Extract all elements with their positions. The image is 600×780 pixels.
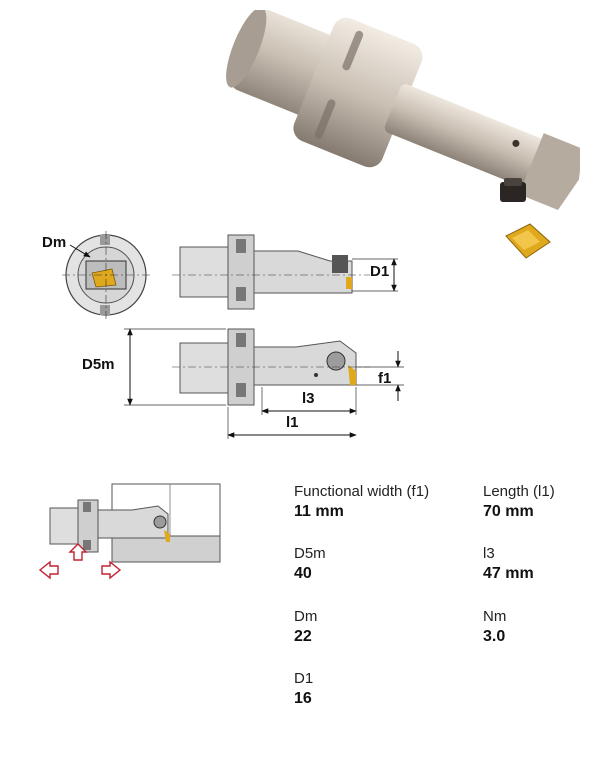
- front-view: [62, 231, 150, 319]
- product-image: [226, 10, 580, 259]
- spec-value-d1: 16: [294, 690, 312, 707]
- label-d1: D1: [370, 263, 390, 280]
- technical-drawing: [62, 231, 404, 439]
- spec-label-dm: Dm: [294, 608, 318, 625]
- spec-value-d5m: 40: [294, 565, 312, 582]
- top-view: [172, 234, 398, 310]
- label-d5m: D5m: [82, 356, 115, 373]
- side-view: [124, 328, 404, 439]
- spec-value-functional-width: 11 mm: [294, 503, 344, 520]
- spec-value-nm: 3.0: [483, 628, 506, 645]
- spec-label-l3: l3: [483, 545, 495, 562]
- spec-label-d5m: D5m: [294, 545, 326, 562]
- label-l3: l3: [302, 390, 315, 407]
- label-dm: Dm: [42, 234, 67, 251]
- spec-label-d1: D1: [294, 670, 314, 687]
- spec-value-dm: 22: [294, 628, 312, 645]
- spec-label-nm: Nm: [483, 608, 507, 625]
- label-f1: f1: [378, 370, 392, 387]
- spec-label-length: Length (l1): [483, 483, 555, 500]
- spec-value-length: 70 mm: [483, 503, 534, 520]
- spec-value-l3: 47 mm: [483, 565, 534, 582]
- spec-label-functional-width: Functional width (f1): [294, 483, 430, 500]
- feed-direction-arrows: [38, 543, 122, 580]
- application-sketch: [38, 483, 221, 580]
- label-l1: l1: [286, 414, 299, 431]
